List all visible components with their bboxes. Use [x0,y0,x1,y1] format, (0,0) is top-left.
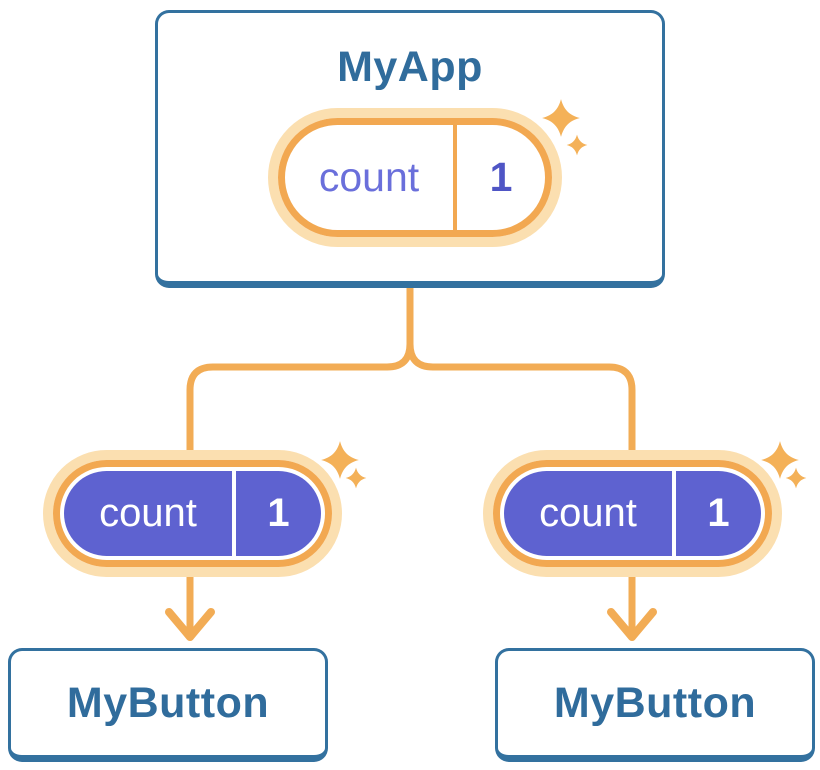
pill-divider [672,471,676,556]
prop-name: count [99,491,197,535]
state-name: count [318,154,420,200]
sparkle-icon [542,99,580,137]
prop-pill-body: count 1 [504,471,761,556]
arrow-down-icon-left [165,608,215,641]
prop-pill-ring: count 1 [53,460,332,567]
sparkle-icon [785,467,807,489]
prop-value: 1 [267,491,290,535]
arrow-down-icon-right [607,608,657,641]
prop-pill-ring: count 1 [493,460,772,567]
prop-value: 1 [707,491,730,535]
state-pill-body: count 1 [285,125,545,230]
root-state-pill: count 1 [268,108,562,247]
prop-pill-body: count 1 [64,471,321,556]
sparkle-icon [566,134,588,156]
left-child-component-title: MyButton [66,678,270,727]
pill-divider [453,125,457,230]
prop-name: count [539,491,637,535]
right-child-component-title: MyButton [553,678,757,727]
left-child-component-card: MyButton [8,648,328,762]
left-prop-pill: count 1 [43,450,342,577]
right-prop-pill: count 1 [483,450,782,577]
sparkle-icon [761,441,799,479]
root-component-title: MyApp [337,43,483,91]
state-pill-ring: count 1 [278,118,552,237]
sparkle-icon [345,467,367,489]
right-child-component-card: MyButton [495,648,815,762]
state-value: 1 [489,154,513,200]
